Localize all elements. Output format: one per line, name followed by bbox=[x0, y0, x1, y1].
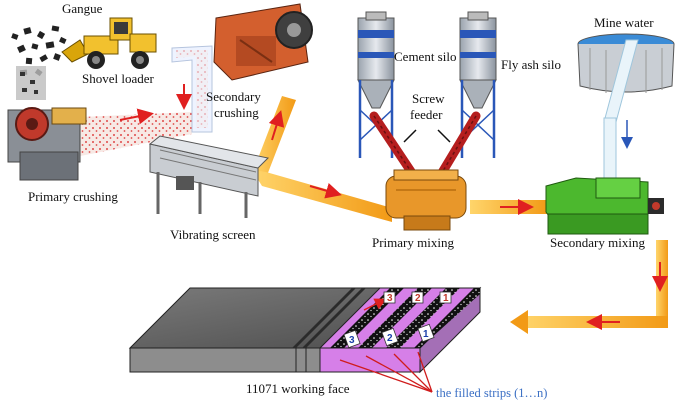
strip-number-front: 2 bbox=[387, 333, 393, 344]
screw-feeder-icon bbox=[369, 111, 481, 181]
strip-number-front: 1 bbox=[423, 329, 429, 340]
secondary-crushing-label-line1: Secondary bbox=[206, 89, 261, 104]
gangue-icon bbox=[11, 25, 67, 100]
cement-silo-icon bbox=[357, 11, 395, 158]
shovel-loader-label: Shovel loader bbox=[82, 71, 154, 86]
gangue-label: Gangue bbox=[62, 1, 103, 16]
strip-number-back: 2 bbox=[415, 293, 421, 304]
screw-feeder-label-line1: Screw bbox=[412, 91, 445, 106]
mine-water-label: Mine water bbox=[594, 15, 654, 30]
filled-strips-label: the filled strips (1…n) bbox=[436, 386, 548, 400]
working-face-label: 11071 working face bbox=[246, 381, 350, 396]
primary-mixing-label: Primary mixing bbox=[372, 235, 454, 250]
primary-mixer-icon bbox=[385, 169, 467, 231]
primary-crushing-label: Primary crushing bbox=[28, 189, 118, 204]
flow-arrows bbox=[119, 84, 668, 330]
primary-crusher-icon bbox=[7, 107, 87, 181]
strip-number-back: 3 bbox=[387, 293, 393, 304]
water-pipe bbox=[603, 39, 639, 187]
strip-tags-back: 3 2 1 bbox=[383, 291, 452, 304]
filled-strips-pointers bbox=[339, 351, 433, 393]
cement-silo-label: Cement silo bbox=[394, 49, 457, 64]
gravel-chute bbox=[60, 45, 213, 160]
strip-number-front: 3 bbox=[349, 335, 355, 346]
fly-ash-silo-label: Fly ash silo bbox=[501, 57, 561, 72]
shovel-loader-icon bbox=[61, 17, 157, 69]
strip-number-back: 1 bbox=[443, 293, 449, 304]
strip-tags-front: 3 2 1 bbox=[343, 323, 435, 349]
secondary-mixer-icon bbox=[545, 177, 664, 235]
fly-ash-silo-icon bbox=[459, 11, 497, 158]
screw-feeder-label-line2: feeder bbox=[410, 107, 443, 122]
vibrating-screen-icon bbox=[148, 135, 270, 218]
secondary-crusher-icon bbox=[213, 3, 313, 81]
secondary-crushing-label-line2: crushing bbox=[214, 105, 259, 120]
vibrating-screen-label: Vibrating screen bbox=[170, 227, 256, 242]
secondary-mixing-label: Secondary mixing bbox=[550, 235, 645, 250]
